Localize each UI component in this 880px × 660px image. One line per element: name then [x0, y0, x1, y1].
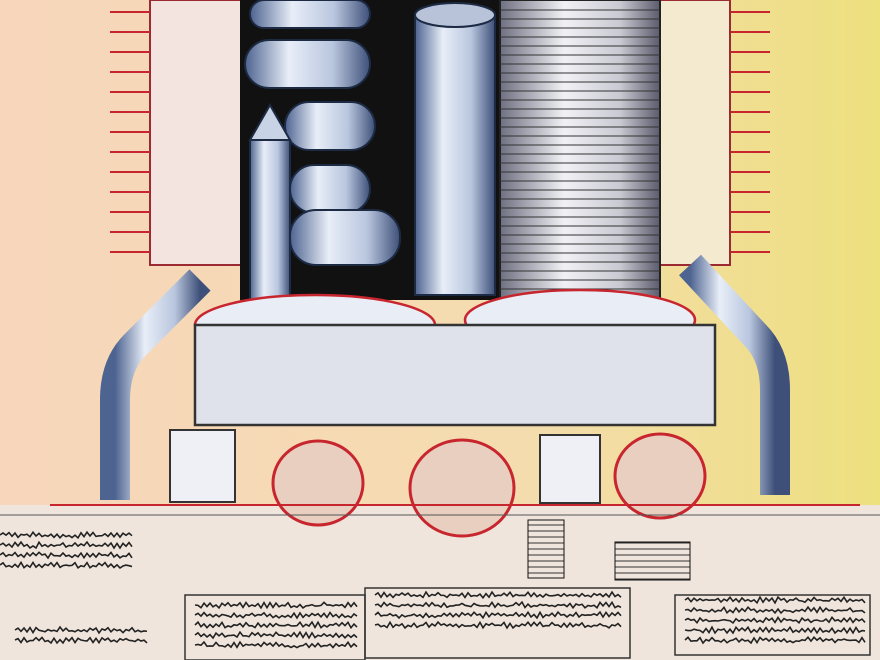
scaffold-right	[660, 0, 730, 265]
main-silo	[500, 0, 660, 305]
small-rocket	[250, 105, 290, 305]
central-column	[415, 3, 495, 295]
